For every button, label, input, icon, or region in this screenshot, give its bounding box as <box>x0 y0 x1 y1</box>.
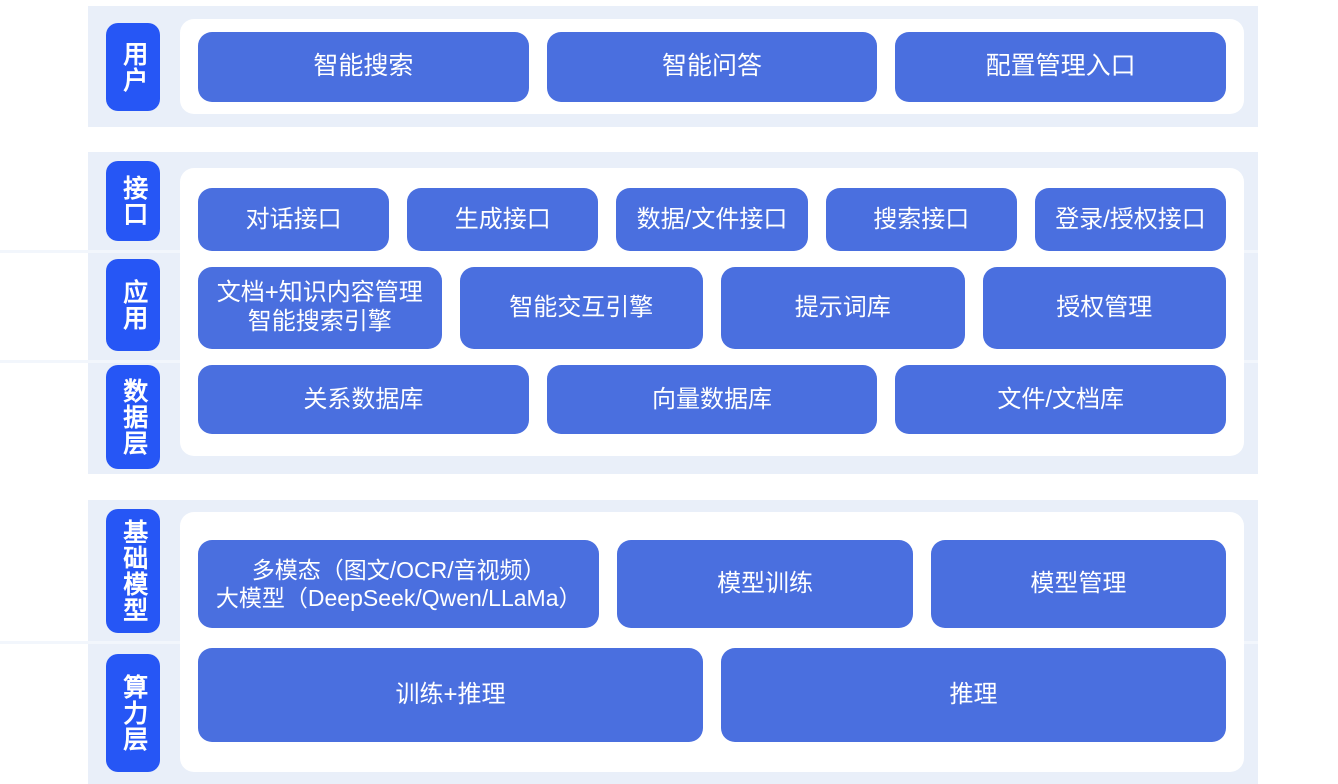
box-generation-interface[interactable]: 生成接口 <box>407 188 599 252</box>
box-vector-database[interactable]: 向量数据库 <box>546 365 878 434</box>
box-label-line-2: 大模型（DeepSeek/Qwen/LLaMa） <box>215 585 582 611</box>
label-column-middle: 接口 应用 数据层 <box>0 152 1258 474</box>
row-compute: 训练+推理 推理 <box>198 648 1226 742</box>
box-model-training[interactable]: 模型训练 <box>617 540 913 628</box>
box-label: 训练+推理 <box>395 681 506 708</box>
box-multimodal-llm[interactable]: 多模态（图文/OCR/音视频） 大模型（DeepSeek/Qwen/LLaMa） <box>198 540 600 628</box>
box-login-auth-interface[interactable]: 登录/授权接口 <box>1034 188 1227 252</box>
row-interface: 对话接口 生成接口 数据/文件接口 搜索接口 登录/授权接口 <box>198 188 1227 252</box>
box-smart-qa[interactable]: 智能问答 <box>546 31 878 102</box>
box-label: 授权管理 <box>1056 294 1153 322</box>
box-label: 文件/文档库 <box>997 385 1125 413</box>
panel-middle: 对话接口 生成接口 数据/文件接口 搜索接口 登录/授权接口 文 <box>180 168 1244 456</box>
layer-group-middle: 接口 应用 数据层 对话接口 生成接口 数据/文件接口 <box>0 152 1258 474</box>
subband-interface: 接口 <box>88 152 178 250</box>
side-label-base-model: 基础模型 <box>106 508 160 633</box>
box-label: 登录/授权接口 <box>1055 205 1206 233</box>
layer-group-user: 用户 智能搜索 智能问答 配置管理入口 <box>88 6 1258 127</box>
box-label: 数据/文件接口 <box>636 205 788 233</box>
box-data-file-interface[interactable]: 数据/文件接口 <box>616 188 808 252</box>
side-label-interface: 接口 <box>106 161 160 241</box>
box-authorization-management[interactable]: 授权管理 <box>982 267 1226 350</box>
row-user-entries: 智能搜索 智能问答 配置管理入口 <box>198 31 1227 102</box>
side-label-user: 用户 <box>106 22 160 111</box>
box-smart-search[interactable]: 智能搜索 <box>198 31 529 102</box>
box-label: 搜索接口 <box>873 205 970 233</box>
box-interactive-engine[interactable]: 智能交互引擎 <box>459 267 703 350</box>
box-prompt-library[interactable]: 提示词库 <box>721 267 965 350</box>
subband-data: 数据层 <box>0 360 1258 474</box>
box-label: 关系数据库 <box>303 385 424 413</box>
box-label-line-2: 智能搜索引擎 <box>247 308 392 336</box>
row-application: 文档+知识内容管理 智能搜索引擎 智能交互引擎 提示词库 授权管理 <box>198 267 1226 350</box>
layer-group-base: 基础模型 算力层 多模态（图文/OCR/音视频） 大模型（DeepSeek/Qw… <box>0 500 1258 784</box>
panel-base: 多模态（图文/OCR/音视频） 大模型（DeepSeek/Qwen/LLaMa）… <box>180 512 1244 772</box>
box-label: 生成接口 <box>454 205 551 233</box>
box-label: 提示词库 <box>794 294 891 322</box>
label-column-user: 用户 <box>88 6 178 127</box>
box-model-management[interactable]: 模型管理 <box>930 540 1227 628</box>
subband-application: 应用 <box>0 250 1258 360</box>
box-label: 推理 <box>949 681 998 708</box>
panel-user: 智能搜索 智能问答 配置管理入口 <box>180 19 1244 114</box>
box-label: 配置管理入口 <box>985 51 1136 80</box>
label-column-base: 基础模型 算力层 <box>0 500 1258 784</box>
box-config-management-entry[interactable]: 配置管理入口 <box>895 31 1227 102</box>
box-file-document-store[interactable]: 文件/文档库 <box>895 365 1227 434</box>
box-label: 智能问答 <box>662 51 763 80</box>
side-label-data: 数据层 <box>106 365 160 469</box>
box-label: 模型训练 <box>717 570 814 597</box>
subband-user: 用户 <box>88 6 178 127</box>
box-relational-database[interactable]: 关系数据库 <box>198 365 529 434</box>
box-label: 智能搜索 <box>313 51 414 80</box>
subband-base-model: 基础模型 <box>88 500 178 641</box>
subband-compute: 算力层 <box>0 641 1258 784</box>
side-label-compute: 算力层 <box>106 653 160 772</box>
side-label-application: 应用 <box>106 259 160 351</box>
row-base-model: 多模态（图文/OCR/音视频） 大模型（DeepSeek/Qwen/LLaMa）… <box>198 540 1227 628</box>
row-data: 关系数据库 向量数据库 文件/文档库 <box>198 365 1227 434</box>
box-label: 智能交互引擎 <box>509 294 654 322</box>
box-dialog-interface[interactable]: 对话接口 <box>198 188 390 252</box>
box-label-line-1: 多模态（图文/OCR/音视频） <box>251 556 546 583</box>
box-label-line-1: 文档+知识内容管理 <box>216 279 423 307</box>
box-doc-knowledge-search[interactable]: 文档+知识内容管理 智能搜索引擎 <box>198 267 442 350</box>
box-training-and-inference[interactable]: 训练+推理 <box>198 648 703 742</box>
box-search-interface[interactable]: 搜索接口 <box>825 188 1017 252</box>
box-label: 向量数据库 <box>652 385 772 413</box>
box-label: 模型管理 <box>1030 570 1127 597</box>
box-inference[interactable]: 推理 <box>721 648 1226 742</box>
box-label: 对话接口 <box>245 205 342 233</box>
